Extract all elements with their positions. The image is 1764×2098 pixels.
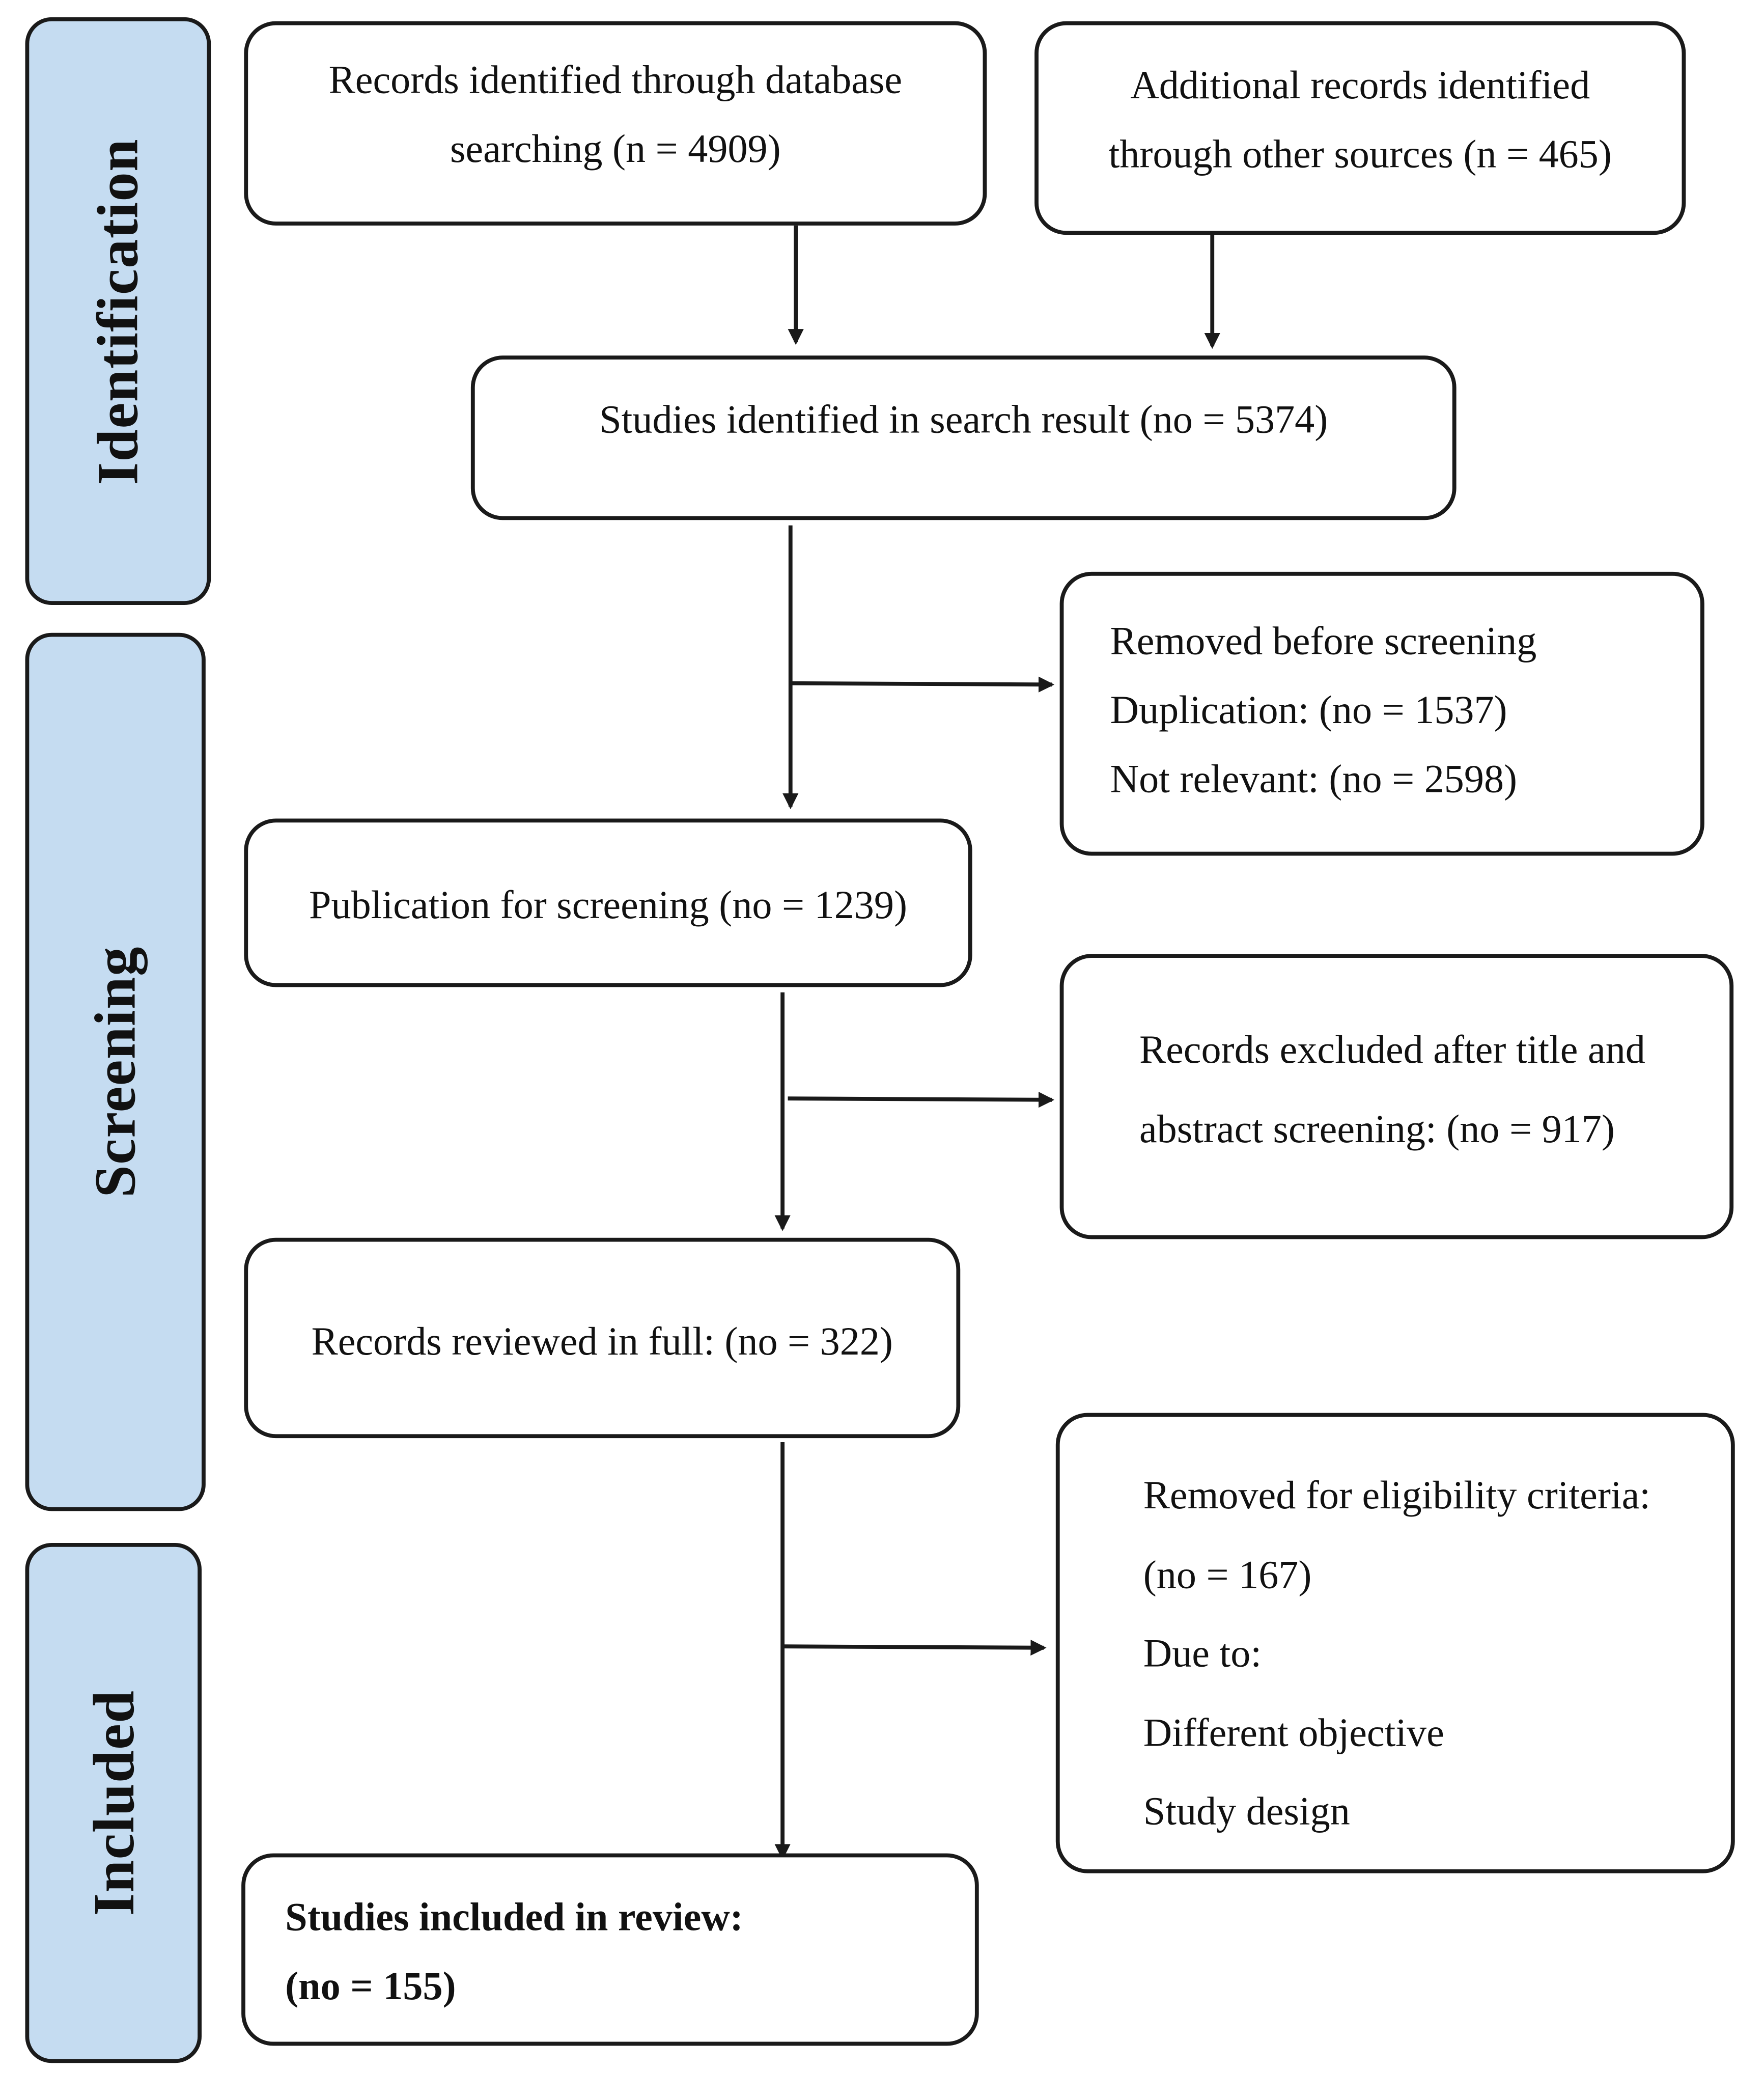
other-sources-line-2: through other sources (n = 465) xyxy=(1108,132,1612,177)
included-line-1: Studies included in review: xyxy=(285,1895,743,1940)
box-removed-before-screening: Removed before screening Duplication: (n… xyxy=(1059,571,1704,856)
box-removed-eligibility: Removed for eligibility criteria: (no = … xyxy=(1055,1413,1735,1873)
removed-before-duplication: Duplication: (no = 1537) xyxy=(1110,688,1507,733)
eligibility-due-to: Due to: xyxy=(1143,1632,1262,1676)
for-screening-line: Publication for screening (no = 1239) xyxy=(309,884,907,928)
database-line-2: searching (n = 4909) xyxy=(450,127,781,172)
search-result-line: Studies identified in search result (no … xyxy=(599,398,1328,442)
box-studies-included: Studies included in review: (no = 155) xyxy=(241,1853,979,2046)
arrow-to-removed-before xyxy=(790,676,1055,693)
box-excluded-title-abstract: Records excluded after title and abstrac… xyxy=(1059,954,1734,1239)
box-publication-for-screening: Publication for screening (no = 1239) xyxy=(244,818,972,987)
eligibility-count: (no = 167) xyxy=(1143,1553,1312,1597)
phase-included: Included xyxy=(25,1542,202,2063)
database-line-1: Records identified through database xyxy=(328,58,903,102)
eligibility-title: Removed for eligibility criteria: xyxy=(1143,1474,1651,1518)
excluded-title-line-1: Records excluded after title and xyxy=(1139,1028,1645,1072)
included-line-2: (no = 155) xyxy=(285,1965,456,2009)
phase-identification: Identification xyxy=(25,17,211,605)
reviewed-full-line: Records reviewed in full: (no = 322) xyxy=(311,1320,893,1364)
arrow-to-excluded-title xyxy=(788,1092,1055,1108)
eligibility-reason-design: Study design xyxy=(1143,1789,1350,1834)
other-sources-line-1: Additional records identified xyxy=(1130,64,1590,108)
eligibility-reason-objective: Different objective xyxy=(1143,1710,1444,1755)
arrow-to-removed-eligibility xyxy=(783,1640,1047,1656)
box-reviewed-in-full: Records reviewed in full: (no = 322) xyxy=(244,1237,961,1439)
excluded-title-line-2: abstract screening: (no = 917) xyxy=(1139,1108,1615,1152)
removed-before-title: Removed before screening xyxy=(1110,619,1537,664)
box-database-records: Records identified through database sear… xyxy=(244,21,987,226)
removed-before-not-relevant: Not relevant: (no = 2598) xyxy=(1110,757,1518,802)
box-other-sources: Additional records identified through ot… xyxy=(1034,21,1686,235)
phase-screening: Screening xyxy=(25,632,206,1511)
box-search-result: Studies identified in search result (no … xyxy=(470,355,1457,520)
